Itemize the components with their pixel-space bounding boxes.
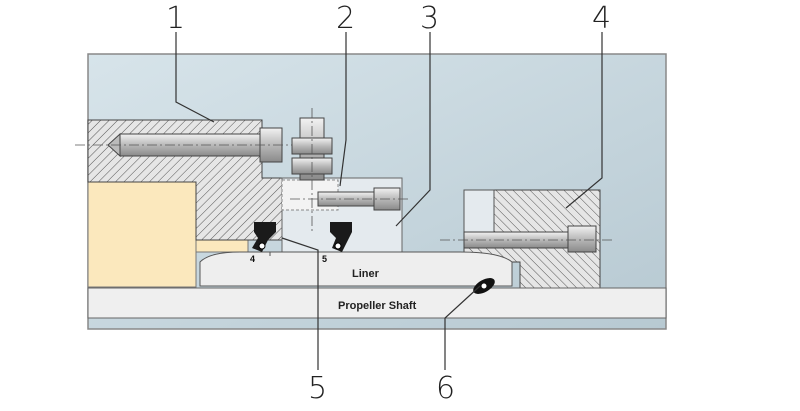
callout-5: 5	[308, 371, 327, 406]
seal-label-right: 5	[322, 254, 327, 264]
callout-4: 4	[592, 1, 611, 36]
shaft-label: Propeller Shaft	[338, 300, 417, 312]
clamp-screw-head	[567, 225, 597, 253]
propeller-shaft	[87, 287, 667, 319]
lip-seal-left	[252, 222, 276, 252]
callout-2: 2	[336, 1, 355, 36]
leader-lines	[175, 32, 603, 370]
clamp-ring-cutout	[463, 189, 495, 233]
callout-6: 6	[436, 371, 455, 406]
callout-1: 1	[166, 1, 185, 36]
bearing-block	[87, 181, 197, 288]
callout-3: 3	[420, 1, 439, 36]
liner-label: Liner	[352, 268, 380, 280]
liner	[199, 251, 513, 287]
seal-label-left: 4	[250, 254, 255, 264]
